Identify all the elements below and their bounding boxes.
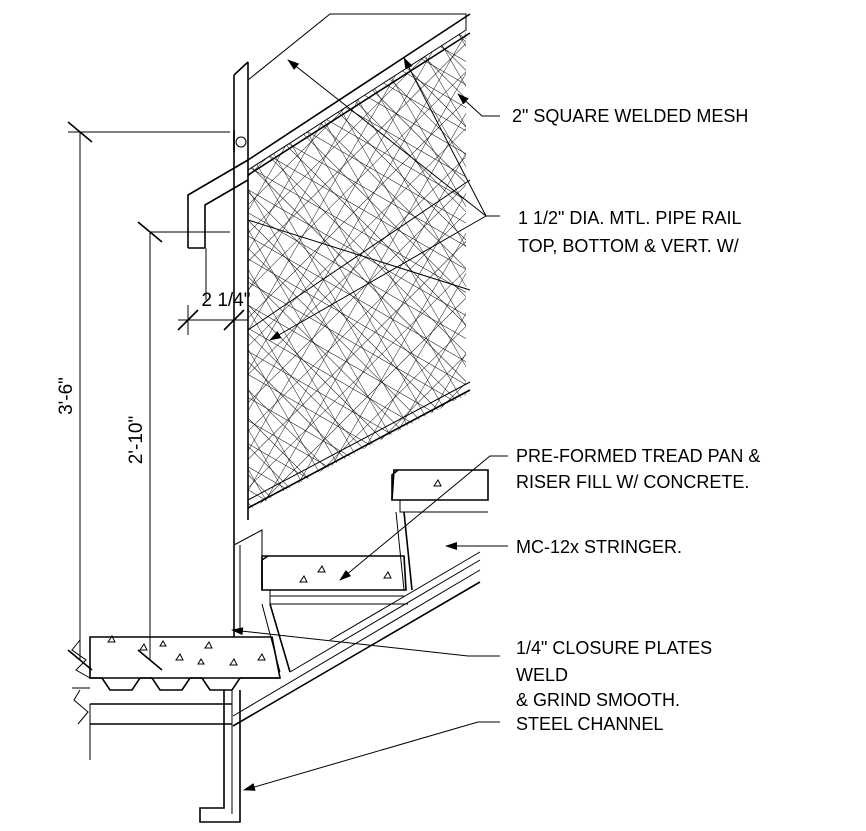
note-tread-pan-line1: PRE-FORMED TREAD PAN &	[516, 446, 760, 466]
note-stringer: MC-12x STRINGER.	[516, 537, 682, 557]
dimension-overall-height: 3'-6"	[56, 377, 77, 415]
note-closure-line2: WELD	[516, 665, 568, 685]
dimension-lines	[67, 121, 248, 671]
note-pipe-rail-line2: TOP, BOTTOM & VERT. W/	[518, 236, 739, 256]
note-welded-mesh: 2" SQUARE WELDED MESH	[512, 106, 748, 126]
note-closure-line1: 1/4" CLOSURE PLATES	[516, 638, 712, 658]
note-tread-pan-line2: RISER FILL W/ CONCRETE.	[516, 472, 749, 492]
stair-tread-pans	[232, 469, 489, 727]
note-pipe-rail-line1: 1 1/2" DIA. MTL. PIPE RAIL	[518, 208, 741, 228]
note-steel-channel: STEEL CHANNEL	[516, 714, 663, 734]
note-closure-line3: & GRIND SMOOTH.	[516, 690, 680, 710]
pipe-rail-post	[150, 61, 249, 637]
dimension-rail-height: 2'-10"	[126, 416, 147, 464]
dimension-offset: 2 1/4"	[201, 290, 250, 311]
concrete-aggregate-marks	[107, 479, 442, 666]
landing-slab	[71, 636, 281, 760]
steel-channel	[199, 690, 241, 823]
leader-lines	[231, 57, 508, 791]
welded-mesh-panel	[247, 13, 471, 510]
